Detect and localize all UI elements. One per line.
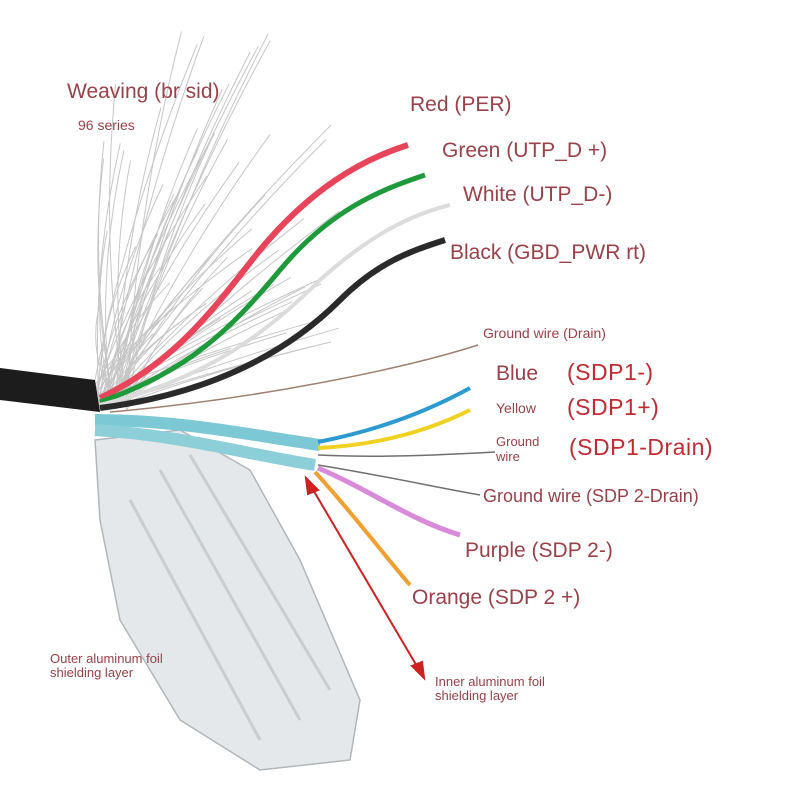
black-cable-jacket: [0, 368, 100, 412]
ground-wire-label-line1: Ground: [496, 435, 539, 448]
outer-foil-label-line2: shielding layer: [50, 666, 133, 679]
white-wire-label: White (UTP_D-): [463, 184, 612, 205]
outer-foil-label-line1: Outer aluminum foil: [50, 652, 163, 665]
weaving-label: Weaving (br sid): [67, 81, 220, 102]
ground-wire-code: (SDP1-Drain): [569, 436, 713, 459]
drain-wire-label: Ground wire (Drain): [483, 326, 606, 340]
ground-wire-label-line2: wire: [496, 450, 520, 463]
yellow-wire-label: Yellow: [496, 401, 536, 415]
sdp1-drain-wire: [318, 452, 495, 456]
green-wire-label: Green (UTP_D +): [442, 140, 607, 161]
sdp2-drain-label: Ground wire (SDP 2-Drain): [483, 487, 699, 505]
blue-wire-label: Blue: [496, 363, 538, 384]
outer-foil: [95, 430, 360, 770]
purple-wire-label: Purple (SDP 2-): [465, 540, 613, 561]
red-wire-label: Red (PER): [410, 94, 512, 115]
yellow-wire: [318, 410, 470, 448]
orange-wire-label: Orange (SDP 2 +): [412, 587, 580, 608]
inner-foil-label-line1: Inner aluminum foil: [435, 675, 545, 688]
black-wire-label: Black (GBD_PWR rt): [450, 242, 646, 263]
inner-foil-label-line2: shielding layer: [435, 689, 518, 702]
blue-wire: [318, 388, 470, 442]
braid-strand: [112, 140, 326, 395]
blue-wire-code: (SDP1-): [567, 361, 654, 384]
yellow-wire-code: (SDP1+): [567, 396, 659, 419]
series-label: 96 series: [78, 118, 135, 132]
